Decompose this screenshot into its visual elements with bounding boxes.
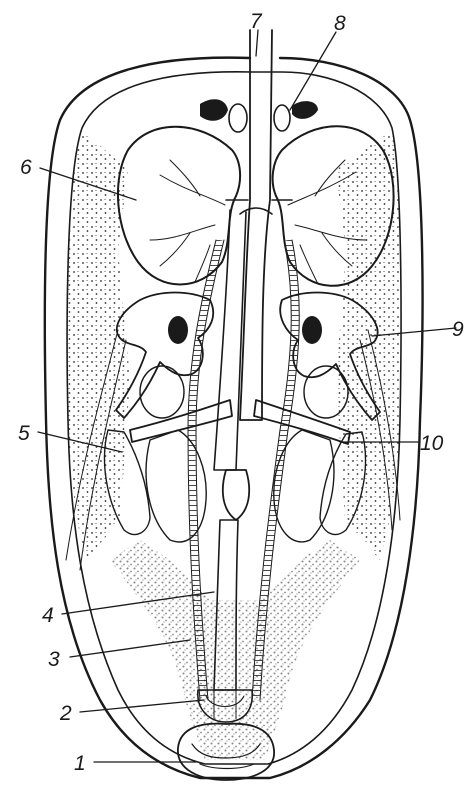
right-iliac-vessel [254,400,350,444]
label-1: 1 [74,752,86,775]
label-8: 8 [334,12,346,35]
central-lower-organ [223,470,249,520]
left-bone-socket [140,366,184,418]
upper-dark-tissue [200,99,318,121]
right-acetabulum [302,316,322,344]
left-adrenal [229,104,247,132]
label-2: 2 [59,702,72,725]
label-9: 9 [452,318,464,341]
label-3: 3 [48,648,60,671]
pelvic-tissue [110,540,360,760]
label-6: 6 [20,156,32,179]
label-4: 4 [42,604,54,627]
label-5: 5 [18,422,30,445]
left-kidney [118,127,240,285]
left-acetabulum [168,316,188,344]
label-10: 10 [420,432,444,455]
right-adrenal [274,105,290,131]
label-7: 7 [250,10,263,33]
